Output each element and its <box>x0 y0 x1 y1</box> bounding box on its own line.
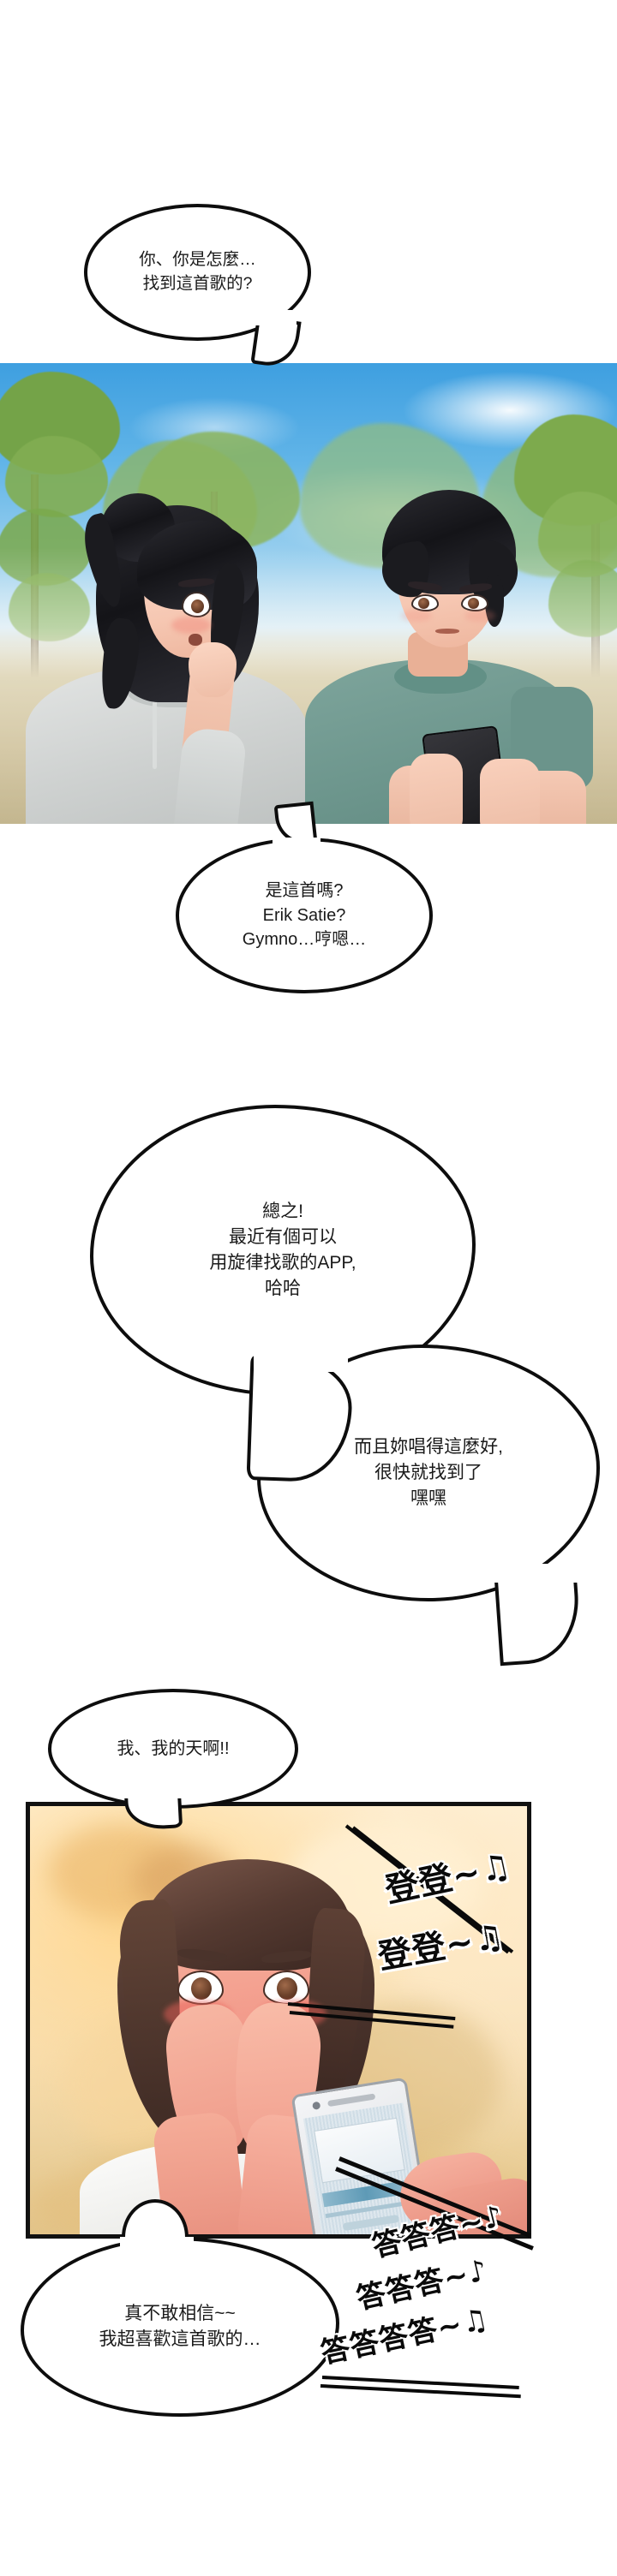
girl-mouth <box>189 634 202 646</box>
girl2-iris-left <box>191 1977 212 2000</box>
girl-hand <box>189 642 237 697</box>
sfx-da-3-text: 答答答答~♫ <box>317 2301 492 2371</box>
tree-left-canopy-2 <box>5 436 108 517</box>
speech-bubble-5-text: 我、我的天啊!! <box>117 1738 230 1758</box>
tree-right-canopy-3 <box>548 560 617 637</box>
speech-bubble-2: 是這首嗎? Erik Satie? Gymno…哼嗯… <box>176 838 433 993</box>
girl-blush <box>171 617 211 634</box>
boy-hand-left <box>410 754 463 824</box>
character-boy-panel-1 <box>300 457 593 824</box>
girl-iris <box>191 599 204 613</box>
panel-2 <box>26 1802 531 2239</box>
phone-album-art <box>314 2117 405 2184</box>
boy-hand-right <box>480 759 540 824</box>
boy-iris-left <box>418 598 429 609</box>
speech-bubble-2-text: 是這首嗎? Erik Satie? Gymno…哼嗯… <box>242 881 367 950</box>
speech-bubble-3-text: 總之! 最近有個可以 用旋律找歌的APP, 哈哈 <box>209 1202 356 1298</box>
boy-blush-left <box>401 610 432 622</box>
boy-iris-right <box>468 598 479 609</box>
speech-bubble-6: 真不敢相信~~ 我超喜歡這首歌的… <box>21 2237 339 2417</box>
bubble-1-tail-mask <box>250 310 297 325</box>
boy-mouth <box>435 629 459 634</box>
character-girl-panel-1 <box>26 474 317 824</box>
bubble-2-tail-mask <box>273 838 320 856</box>
bubble-6-tail-mask <box>120 2237 194 2254</box>
phone-front-camera-icon <box>312 2101 321 2110</box>
speech-bubble-1: 你、你是怎麼… 找到這首歌的? <box>84 204 311 341</box>
panel-1 <box>0 363 617 824</box>
girl2-iris-right <box>277 1977 297 2000</box>
bubble-3-tail-mask <box>254 1351 348 1372</box>
bubble-4-tail-mask <box>490 1564 579 1583</box>
speech-bubble-1-text: 你、你是怎麼… 找到這首歌的? <box>139 250 256 293</box>
phone-speaker-grill <box>326 2093 376 2108</box>
bubble-5-tail-mask <box>120 1785 189 1798</box>
girl-hoodie-string <box>153 695 157 769</box>
boy-blush-right <box>464 610 495 622</box>
speech-bubble-4-text: 而且妳唱得這麼好, 很快就找到了 嘿嘿 <box>354 1437 503 1508</box>
speech-bubble-6-text: 真不敢相信~~ 我超喜歡這首歌的… <box>99 2304 261 2349</box>
